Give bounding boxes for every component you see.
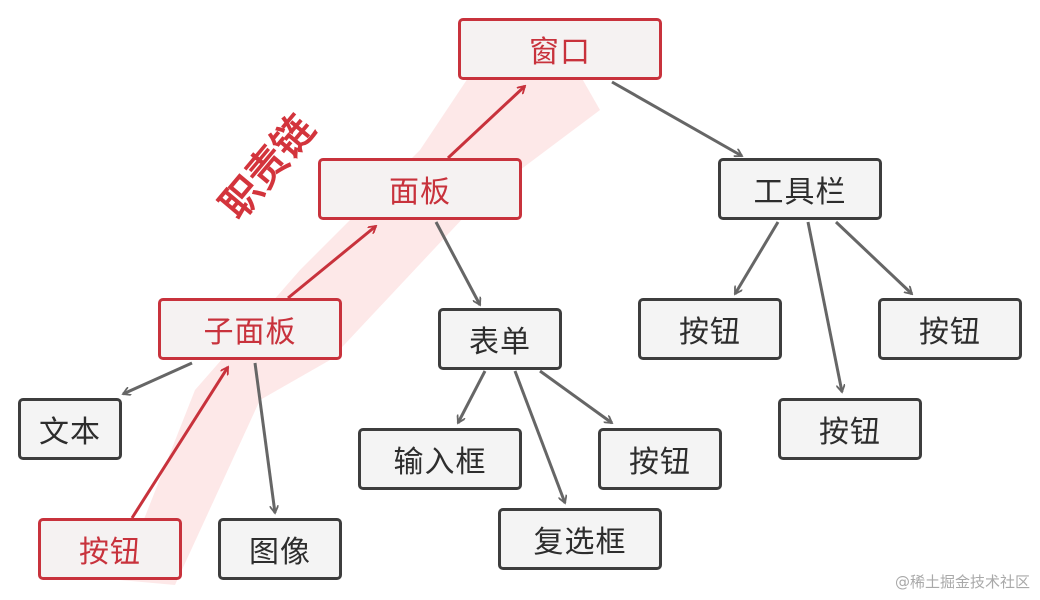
edge-form-button <box>539 369 612 425</box>
chain-edges <box>130 86 525 519</box>
watermark: @稀土掘金技术社区 <box>894 573 1030 591</box>
edge-toolbar-button-middle <box>806 221 842 392</box>
node-form: 表单 <box>438 308 562 370</box>
node-checkbox: 复选框 <box>498 508 662 570</box>
node-panel: 面板 <box>318 158 522 220</box>
node-form-button: 按钮 <box>598 428 722 490</box>
node-subpanel-button: 按钮 <box>38 518 182 580</box>
node-toolbar: 工具栏 <box>718 158 882 220</box>
node-window: 窗口 <box>458 18 662 80</box>
node-toolbar-button-middle: 按钮 <box>778 398 922 460</box>
edge-subpanel-panel <box>287 224 376 300</box>
edge-button-subpanel <box>130 367 230 519</box>
edge-window-toolbar <box>611 80 742 158</box>
edge-form-checkbox <box>513 370 565 503</box>
node-subpanel: 子面板 <box>158 298 342 360</box>
gray-edges <box>123 80 912 513</box>
edge-panel-window <box>446 86 525 160</box>
node-text: 文本 <box>18 398 122 460</box>
edge-toolbar-button-left <box>733 221 780 294</box>
node-toolbar-button-left: 按钮 <box>638 298 782 360</box>
node-toolbar-button-right: 按钮 <box>878 298 1022 360</box>
edge-toolbar-button-right <box>834 220 912 294</box>
edge-subpanel-image <box>253 362 275 513</box>
edge-panel-form <box>434 221 480 305</box>
node-image: 图像 <box>218 518 342 580</box>
node-input-box: 输入框 <box>358 428 522 490</box>
edge-form-input <box>458 370 487 423</box>
edge-subpanel-text <box>123 361 193 394</box>
